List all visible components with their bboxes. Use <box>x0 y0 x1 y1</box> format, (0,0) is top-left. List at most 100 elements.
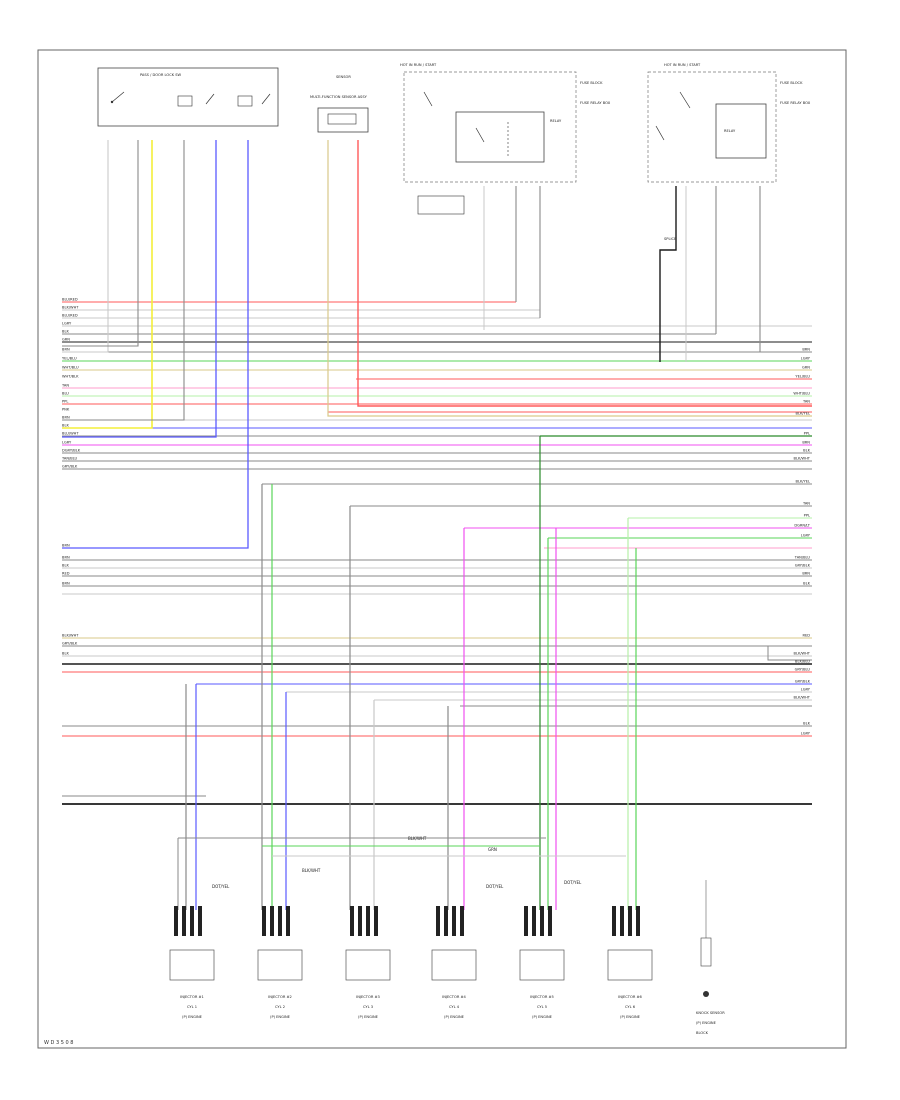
left-wire-label: BRN <box>62 556 70 560</box>
injector-label: INJECTOR #3 <box>356 995 380 999</box>
connector-pin <box>628 906 632 936</box>
right-wire-label: TAN/BLU <box>794 556 811 560</box>
relay-2-note-b: FUSE RELAY BOX <box>780 101 811 105</box>
left-wire-label: RED <box>62 572 70 576</box>
right-wire-label: GRY/BLK <box>795 680 811 684</box>
knock-sensor-name: KNOCK SENSOR <box>696 1011 725 1015</box>
relay-1-note-b: FUSE RELAY BOX <box>580 101 611 105</box>
right-wire-label: BLK/YEL <box>795 412 810 416</box>
connector-pin <box>198 906 202 936</box>
drop-sw-6 <box>62 140 249 549</box>
connector-pin <box>540 906 544 936</box>
left-wire-label: TAN <box>61 384 69 388</box>
splice-label: SPLICE <box>664 237 677 241</box>
connector-pin <box>278 906 282 936</box>
left-wire-label: BRN <box>62 582 70 586</box>
injector-label: (P) ENGINE <box>182 1015 203 1019</box>
injector-label: (P) ENGINE <box>358 1015 379 1019</box>
drop-sw-3 <box>62 140 153 429</box>
left-wire-label: BLU/RED <box>62 314 78 318</box>
right-wire-label: BLK <box>803 722 810 726</box>
connector-pin <box>436 906 440 936</box>
connector-pin <box>182 906 186 936</box>
right-wire-label: GRY/BLU <box>795 668 811 672</box>
injector-body <box>169 949 215 981</box>
right-wire-label: RED <box>802 634 810 638</box>
bottom-mid-label-2: GRN <box>488 847 497 852</box>
right-wire-label: BRN <box>802 441 810 445</box>
right-wire-label: LGRY <box>801 357 811 361</box>
knock-sensor-note: BLOCK <box>696 1031 709 1035</box>
left-wire-label: GRY/BLK <box>62 465 78 469</box>
connector-pin <box>190 906 194 936</box>
left-wire-label: LGRY <box>62 441 72 445</box>
left-wire-label: BRN <box>62 348 70 352</box>
injector-label: (P) ENGINE <box>620 1015 641 1019</box>
bottom-label-a: DOT/YEL <box>212 884 230 889</box>
connector-pin <box>452 906 456 936</box>
right-wire-label: BLK/WHT <box>794 652 811 656</box>
right-wire-label: LGRY <box>801 534 811 538</box>
right-wire-label: PPL <box>804 514 810 518</box>
left-wire-label: DGRY/BLK <box>62 449 81 453</box>
bottom-label-b: BLK/WHT <box>302 868 321 873</box>
right-wire-label: BLK/WHT <box>794 457 811 461</box>
connector-pin <box>270 906 274 936</box>
right-wire-label: LGRY <box>801 732 811 736</box>
injector-body <box>257 949 303 981</box>
right-wire-labels: BRN LGRY GRN YEL/BLU WHT/BLU TAN BLK/YEL PPL BRN… <box>793 348 810 736</box>
knock-sensor-sub: (P) ENGINE <box>696 1021 717 1025</box>
drop-sensor-1 <box>327 140 812 417</box>
connector-pin <box>460 906 464 936</box>
left-wire-label: BRN <box>62 544 70 548</box>
relay-1-header: HOT IN RUN / START <box>400 63 437 67</box>
right-wire-label: GRN <box>802 366 810 370</box>
drop-sw-1 <box>62 140 109 353</box>
connector-pin <box>548 906 552 936</box>
drop-relay2-d <box>759 186 812 353</box>
left-wire-label: LGRY <box>62 322 72 326</box>
injector-body <box>345 949 391 981</box>
relay-box-1: HOT IN RUN / START FUSE BLOCK FUSE RELAY… <box>400 63 611 215</box>
left-wire-label: PNK <box>62 408 70 412</box>
right-wire-label: LGRY <box>801 688 811 692</box>
right-wire-label: BLK <box>803 582 810 586</box>
injector-label: INJECTOR #4 <box>442 995 466 999</box>
left-wire-label: GRY/BLK <box>62 642 78 646</box>
connector-pin <box>366 906 370 936</box>
connector-pin <box>358 906 362 936</box>
right-wire-label: BLK/YEL <box>795 480 810 484</box>
injector-label: (P) ENGINE <box>270 1015 291 1019</box>
left-wire-label: BLK/WHT <box>62 306 79 310</box>
right-wire-label: BLK <box>803 449 810 453</box>
diagram-frame <box>37 49 847 1049</box>
left-wire-label: BRN <box>62 416 70 420</box>
injector-label: (P) ENGINE <box>444 1015 465 1019</box>
right-wire-label: TAN <box>802 502 810 506</box>
bottom-mid-label-1: BLK/WHT <box>408 836 427 841</box>
right-wire-label: PPL <box>804 432 810 436</box>
injector-label: INJECTOR #2 <box>268 995 292 999</box>
drop-relay2-a <box>659 186 677 362</box>
right-wire-label: DGRN/LT <box>794 524 810 528</box>
injector-body <box>519 949 565 981</box>
left-wire-label: BLK <box>62 424 69 428</box>
right-wire-label: WHT/BLU <box>793 392 810 396</box>
connector-pin <box>374 906 378 936</box>
left-wire-label: PPL <box>62 400 68 404</box>
injector-label: INJECTOR #5 <box>530 995 554 999</box>
right-wire-label: BRN <box>802 572 810 576</box>
right-wire-label: YEL/BLU <box>795 375 810 379</box>
connector-pin <box>444 906 448 936</box>
jog-wire <box>767 646 812 661</box>
right-wire-label: BLK/WHT <box>794 696 811 700</box>
connector-pin <box>636 906 640 936</box>
left-wire-label: GRN <box>62 338 70 342</box>
diagram-code: W D 3 5 0 8 <box>44 1040 73 1046</box>
connector-pin <box>524 906 528 936</box>
